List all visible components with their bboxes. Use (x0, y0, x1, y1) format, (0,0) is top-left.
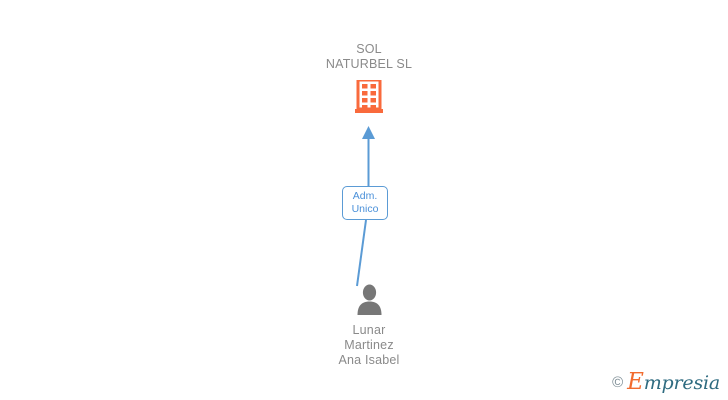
person-icon (357, 284, 381, 315)
brand-wordmark: Empresia (627, 371, 720, 394)
person-icon-wrap (264, 284, 474, 317)
watermark: © Empresia (612, 371, 720, 394)
brand-initial: E (627, 369, 644, 395)
person-name-label: Lunar Martinez Ana Isabel (338, 323, 400, 367)
person-node[interactable]: Lunar Martinez Ana Isabel (264, 284, 474, 368)
company-node[interactable]: SOL NATURBEL SL (264, 42, 474, 114)
relation-label-box[interactable]: Adm. Unico (342, 186, 388, 220)
company-icon-wrap (264, 80, 474, 114)
edge-arrowhead-icon (362, 126, 375, 139)
relation-label-text: Adm. Unico (351, 190, 379, 215)
copyright-icon: © (612, 374, 624, 391)
edge-person-to-label (356, 219, 367, 287)
brand-rest: mpresia (643, 372, 720, 394)
building-icon (355, 80, 383, 113)
company-name-label: SOL NATURBEL SL (325, 42, 413, 71)
